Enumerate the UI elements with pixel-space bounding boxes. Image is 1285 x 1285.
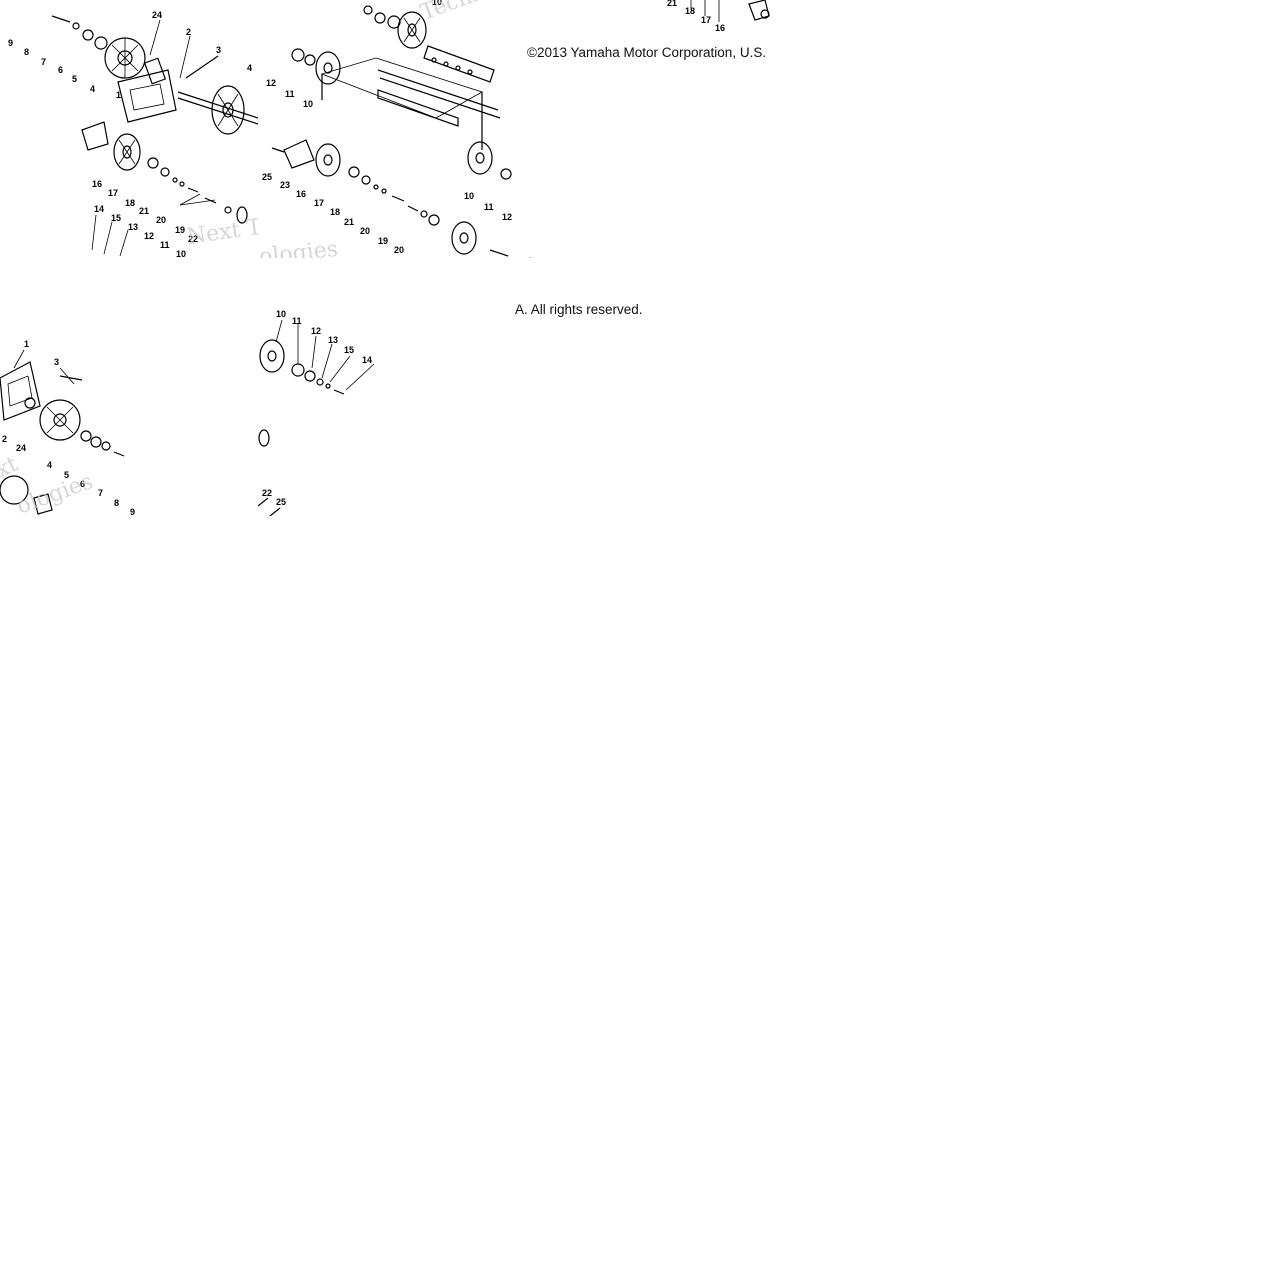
callout-1: 1 bbox=[116, 90, 121, 100]
callout-18: 18 bbox=[330, 207, 340, 217]
callout-11: 11 bbox=[292, 316, 302, 326]
watermark-text: Next Tec bbox=[185, 211, 258, 250]
callout-11: 11 bbox=[285, 89, 295, 99]
callout-9: 9 bbox=[8, 38, 13, 48]
diagram-tile-center-assembly: 12 11 10 10 25 23 16 17 18 21 20 19 20 1… bbox=[258, 0, 515, 258]
diagram-tile-lower-center: 10 11 12 13 15 14 22 25 bbox=[258, 258, 515, 516]
callout-21: 21 bbox=[139, 206, 149, 216]
callout-4: 4 bbox=[90, 84, 95, 94]
callout-20: 20 bbox=[156, 215, 166, 225]
watermark-text: xt bbox=[0, 452, 22, 484]
callout-15: 15 bbox=[344, 345, 354, 355]
callout-10b: 10 bbox=[464, 191, 474, 201]
notice-tile: A. All rights reserved. bbox=[515, 258, 772, 516]
callout-17: 17 bbox=[314, 198, 324, 208]
callout-5: 5 bbox=[72, 74, 77, 84]
callout-12b: 12 bbox=[502, 212, 512, 222]
callout-4b: 4 bbox=[247, 63, 252, 73]
callout-18: 18 bbox=[685, 6, 695, 16]
callout-20b: 20 bbox=[394, 245, 404, 255]
callout-25: 25 bbox=[262, 172, 272, 182]
rights-notice: A. All rights reserved. bbox=[515, 302, 643, 317]
diagram-tile-right-fragment: 21 18 17 16 ©2013 Yamaha Motor Corporati… bbox=[515, 0, 772, 258]
exploded-view-lower-center: 10 11 12 13 15 14 22 25 bbox=[258, 309, 375, 516]
callout-20: 20 bbox=[360, 226, 370, 236]
callout-19: 19 bbox=[175, 225, 185, 235]
callout-3: 3 bbox=[216, 45, 221, 55]
callout-7: 7 bbox=[98, 488, 103, 498]
callout-14: 14 bbox=[94, 204, 104, 214]
callout-7: 7 bbox=[41, 57, 46, 67]
exploded-view-center: 12 11 10 10 25 23 16 17 18 21 20 19 20 1… bbox=[258, 0, 512, 258]
callout-11: 11 bbox=[160, 240, 170, 250]
exploded-view-left: 9 8 7 6 5 4 24 2 3 4 1 16 17 18 21 20 19… bbox=[8, 10, 258, 258]
callout-22: 22 bbox=[262, 488, 272, 498]
callout-24: 24 bbox=[152, 10, 162, 20]
callout-12: 12 bbox=[266, 78, 276, 88]
callout-13: 13 bbox=[128, 222, 138, 232]
callout-8: 8 bbox=[114, 498, 119, 508]
callout-25: 25 bbox=[276, 497, 286, 507]
callout-1: 1 bbox=[24, 339, 29, 349]
watermark-text: Techno bbox=[418, 0, 502, 26]
callout-6: 6 bbox=[80, 479, 85, 489]
callout-17: 17 bbox=[108, 188, 118, 198]
callout-19: 19 bbox=[378, 236, 388, 246]
callout-2: 2 bbox=[2, 434, 7, 444]
exploded-view-lower-left: 1 3 2 24 4 5 6 7 8 9 xt ologies bbox=[0, 339, 135, 516]
callout-5: 5 bbox=[64, 470, 69, 480]
callout-16: 16 bbox=[92, 179, 102, 189]
callout-12: 12 bbox=[311, 326, 321, 336]
callout-21: 21 bbox=[667, 0, 677, 8]
callout-4: 4 bbox=[47, 460, 52, 470]
callout-10: 10 bbox=[276, 309, 286, 319]
callout-11b: 11 bbox=[484, 202, 494, 212]
callout-10: 10 bbox=[303, 99, 313, 109]
callout-17: 17 bbox=[701, 15, 711, 25]
watermark-text-2: ologies bbox=[14, 469, 97, 516]
callout-24: 24 bbox=[16, 443, 26, 453]
callout-14: 14 bbox=[362, 355, 372, 365]
callout-21: 21 bbox=[344, 217, 354, 227]
callout-10: 10 bbox=[176, 249, 186, 258]
callout-6: 6 bbox=[58, 65, 63, 75]
diagram-tile-lower-left: 1 3 2 24 4 5 6 7 8 9 xt ologies bbox=[0, 258, 258, 516]
callout-3: 3 bbox=[54, 357, 59, 367]
callout-23: 23 bbox=[280, 180, 290, 190]
callout-8: 8 bbox=[24, 47, 29, 57]
callout-18: 18 bbox=[125, 198, 135, 208]
exploded-view-right: 21 18 17 16 bbox=[529, 0, 770, 258]
callout-12: 12 bbox=[144, 231, 154, 241]
callout-16: 16 bbox=[715, 23, 725, 33]
callout-9: 9 bbox=[130, 507, 135, 516]
copyright-notice: ©2013 Yamaha Motor Corporation, U.S. bbox=[527, 45, 767, 60]
callout-16: 16 bbox=[296, 189, 306, 199]
watermark-text-2: ologies bbox=[258, 237, 339, 258]
callout-15: 15 bbox=[111, 213, 121, 223]
callout-13: 13 bbox=[328, 335, 338, 345]
callout-2: 2 bbox=[186, 27, 191, 37]
callout-22: 22 bbox=[188, 234, 198, 244]
diagram-tile-left-assembly: 9 8 7 6 5 4 24 2 3 4 1 16 17 18 21 20 19… bbox=[0, 0, 258, 258]
callout-10-top: 10 bbox=[432, 0, 442, 7]
